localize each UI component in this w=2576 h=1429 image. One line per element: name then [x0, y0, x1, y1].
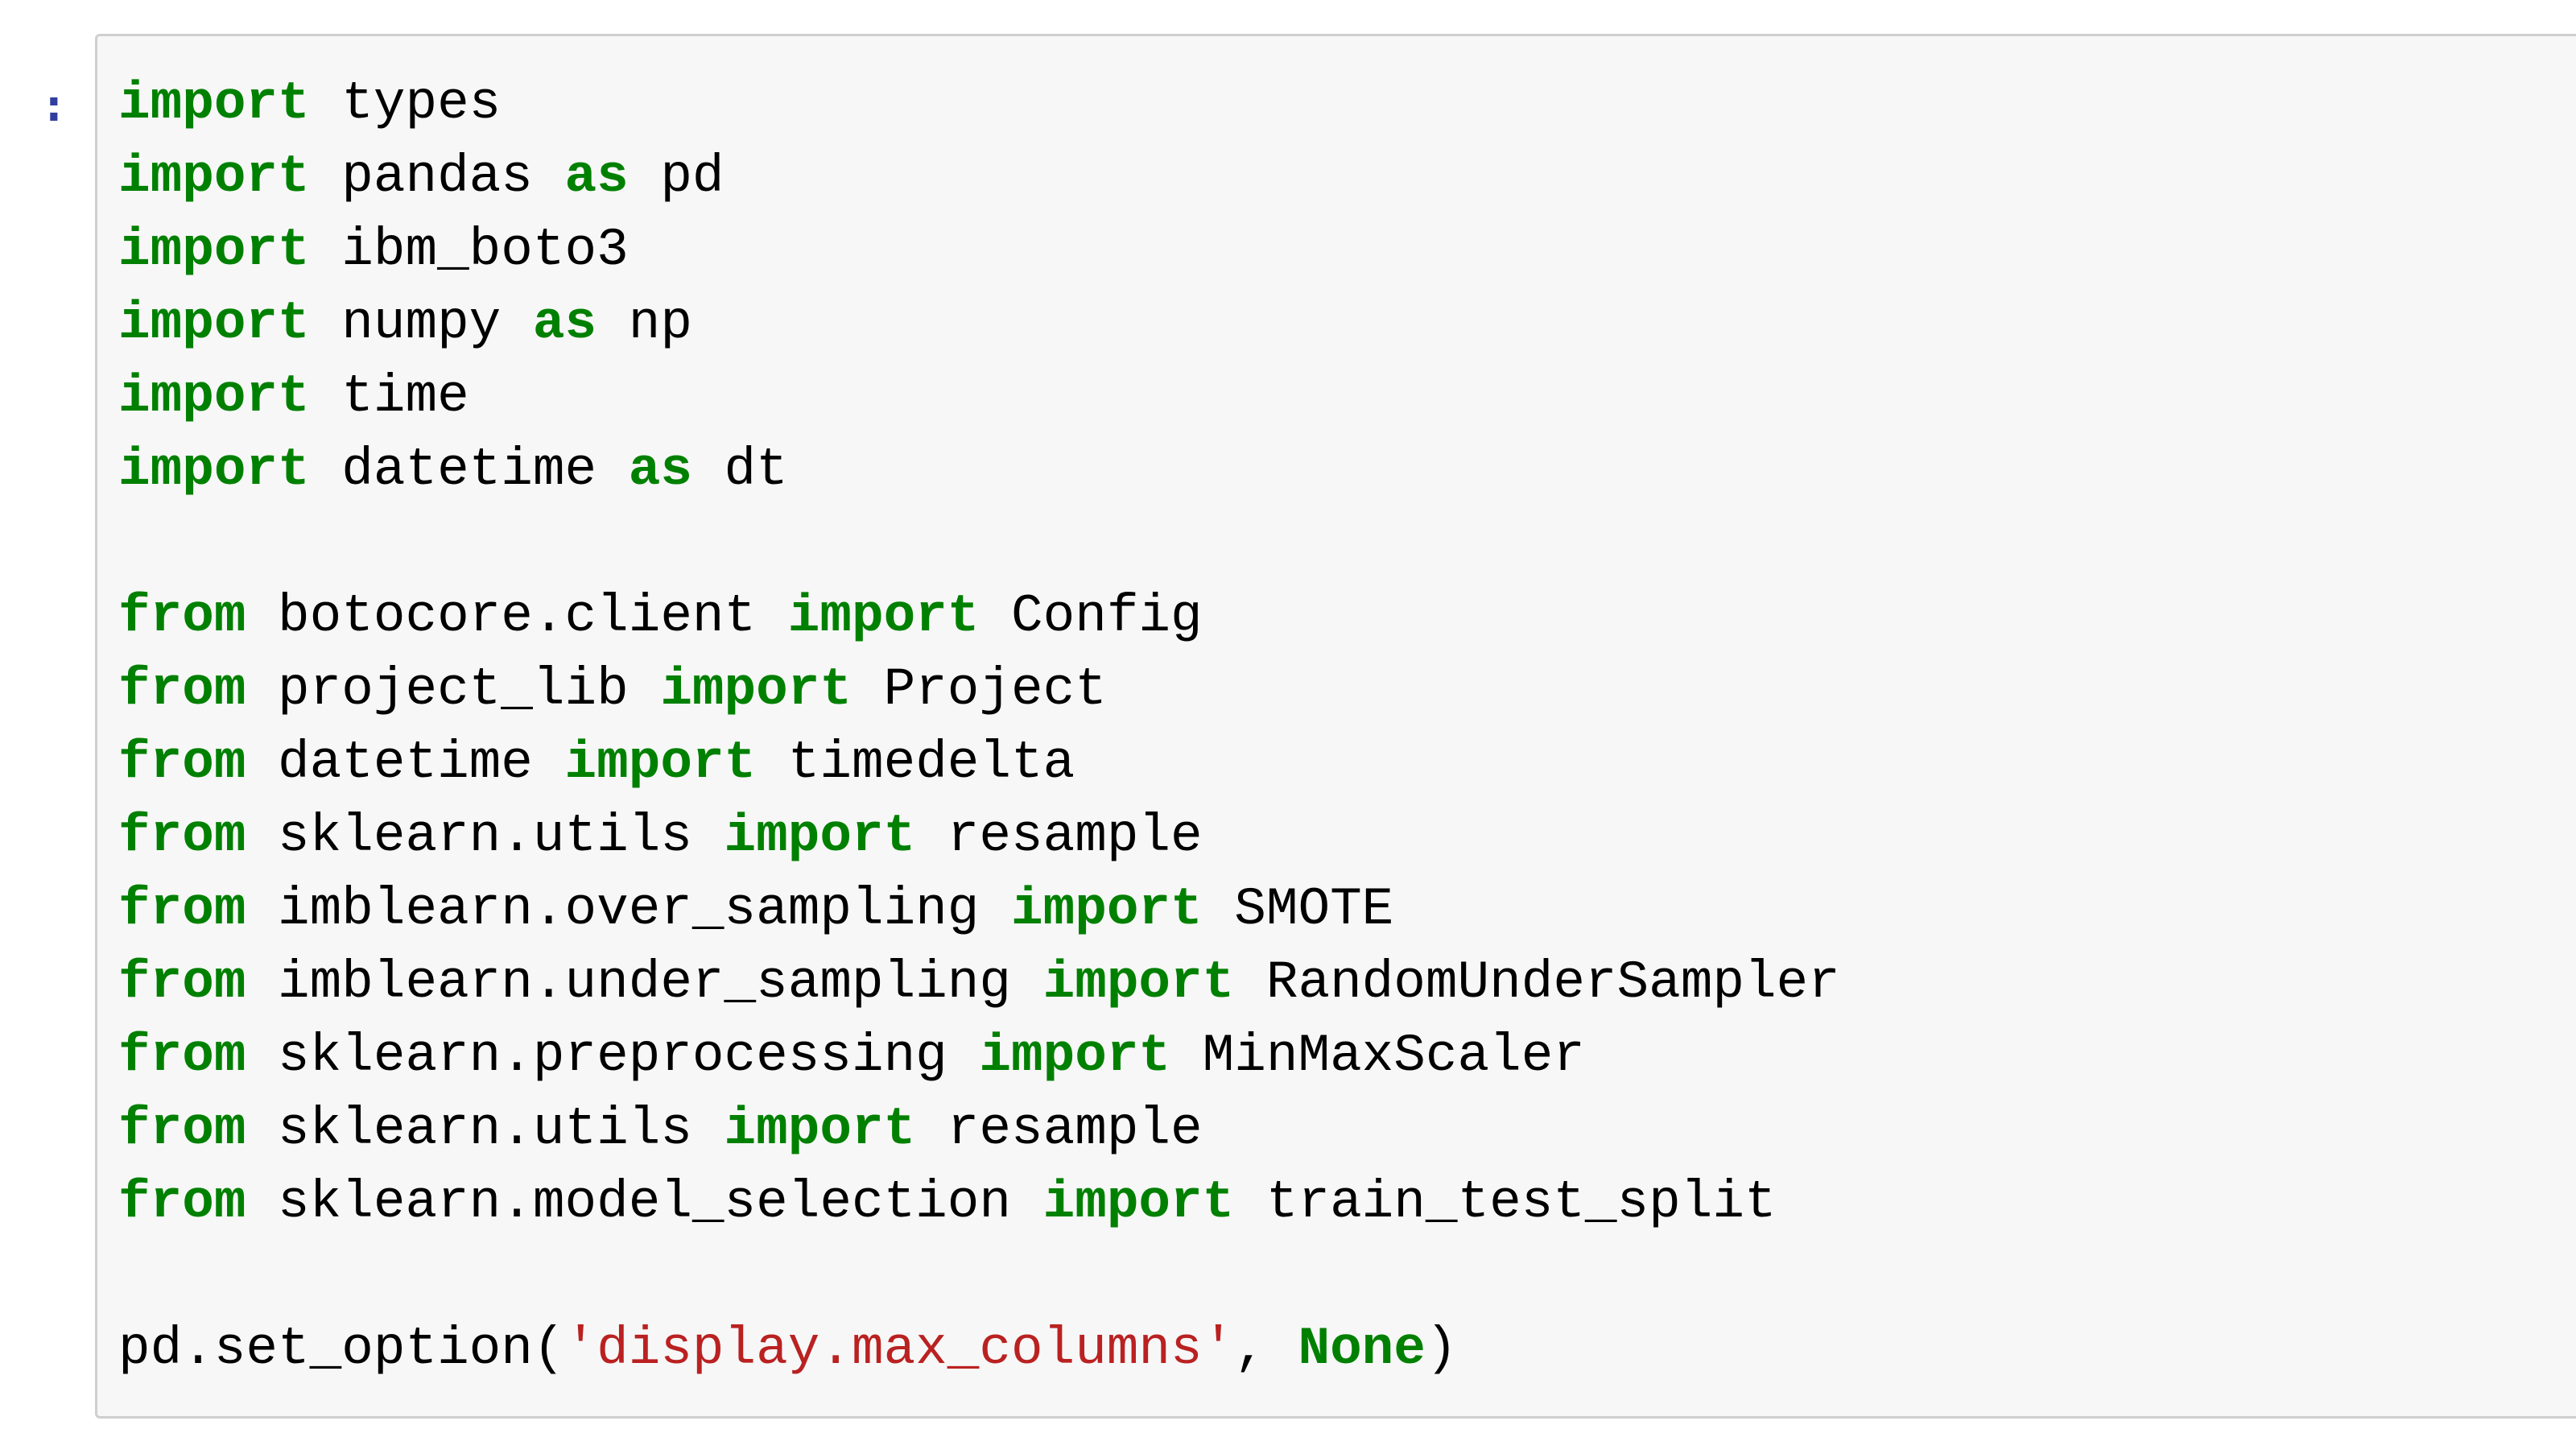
cell-prompt: :	[40, 80, 68, 132]
keyword-token: from	[118, 1172, 246, 1233]
code-token: botocore.client	[246, 586, 788, 646]
code-token: timedelta	[756, 733, 1075, 793]
code-line: from imblearn.under_sampling import Rand…	[118, 946, 1840, 1019]
keyword-token: as	[628, 440, 692, 500]
code-line: from sklearn.model_selection import trai…	[118, 1166, 1840, 1239]
keyword-token: from	[118, 879, 246, 940]
code-token: pandas	[309, 147, 565, 207]
code-token: ibm_boto3	[309, 220, 629, 280]
keyword-token: from	[118, 659, 246, 720]
code-token: MinMaxScaler	[1170, 1026, 1585, 1086]
keyword-token: import	[724, 806, 916, 866]
code-line: from sklearn.preprocessing import MinMax…	[118, 1019, 1840, 1092]
code-token: dt	[691, 440, 788, 500]
keyword-token: import	[724, 1099, 916, 1159]
keyword-token: None	[1298, 1319, 1426, 1379]
code-line: import datetime as dt	[118, 433, 1840, 506]
keyword-token: import	[118, 366, 310, 427]
keyword-token: import	[787, 586, 980, 646]
keyword-token: from	[118, 586, 246, 646]
keyword-token: from	[118, 1099, 246, 1159]
code-token: time	[309, 366, 469, 427]
code-token: datetime	[246, 733, 565, 793]
code-token: project_lib	[246, 659, 661, 720]
code-token: pd	[628, 147, 724, 207]
keyword-token: import	[118, 440, 310, 500]
code-line: from sklearn.utils import resample	[118, 1092, 1840, 1166]
code-token: train_test_split	[1234, 1172, 1777, 1233]
code-token: pd.set_option(	[118, 1319, 565, 1379]
keyword-token: from	[118, 733, 246, 793]
keyword-token: as	[532, 293, 597, 353]
code-line: import ibm_boto3	[118, 213, 1840, 287]
keyword-token: import	[660, 659, 852, 720]
code-token: SMOTE	[1202, 879, 1394, 940]
keyword-token: from	[118, 1026, 246, 1086]
keyword-token: import	[1011, 879, 1203, 940]
blank-line	[118, 506, 1840, 580]
code-token: RandomUnderSampler	[1234, 952, 1840, 1013]
keyword-token: import	[564, 733, 757, 793]
string-token: 'display.max_columns'	[564, 1319, 1235, 1379]
keyword-token: import	[979, 1026, 1171, 1086]
code-line: import time	[118, 360, 1840, 433]
code-line: pd.set_option('display.max_columns', Non…	[118, 1312, 1840, 1386]
code-token: resample	[915, 1099, 1203, 1159]
code-token: )	[1425, 1319, 1458, 1379]
code-token: imblearn.under_sampling	[246, 952, 1043, 1013]
keyword-token: import	[1042, 952, 1235, 1013]
keyword-token: as	[564, 147, 629, 207]
code-token: imblearn.over_sampling	[246, 879, 1011, 940]
code-token: numpy	[309, 293, 533, 353]
code-line: from sklearn.utils import resample	[118, 799, 1840, 873]
code-line: import pandas as pd	[118, 140, 1840, 213]
code-token: types	[309, 73, 502, 134]
keyword-token: import	[118, 220, 310, 280]
keyword-token: from	[118, 806, 246, 866]
keyword-token: from	[118, 952, 246, 1013]
keyword-token: import	[118, 147, 310, 207]
code-token: np	[597, 293, 692, 353]
code-token: sklearn.model_selection	[246, 1172, 1043, 1233]
keyword-token: import	[118, 293, 310, 353]
code-line: from imblearn.over_sampling import SMOTE	[118, 873, 1840, 946]
code-token: Project	[851, 659, 1107, 720]
code-token: sklearn.utils	[246, 1099, 724, 1159]
keyword-token: import	[1042, 1172, 1235, 1233]
code-token: sklearn.utils	[246, 806, 724, 866]
code-line: from project_lib import Project	[118, 653, 1840, 726]
code-line: from botocore.client import Config	[118, 580, 1840, 653]
code-token: ,	[1234, 1319, 1298, 1379]
code-token: Config	[979, 586, 1203, 646]
code-line: from datetime import timedelta	[118, 726, 1840, 799]
code-token: datetime	[309, 440, 629, 500]
code-token: resample	[915, 806, 1203, 866]
code-line: import types	[118, 67, 1840, 140]
keyword-token: import	[118, 73, 310, 134]
code-token: sklearn.preprocessing	[246, 1026, 980, 1086]
blank-line	[118, 1239, 1840, 1312]
code-line: import numpy as np	[118, 287, 1840, 360]
